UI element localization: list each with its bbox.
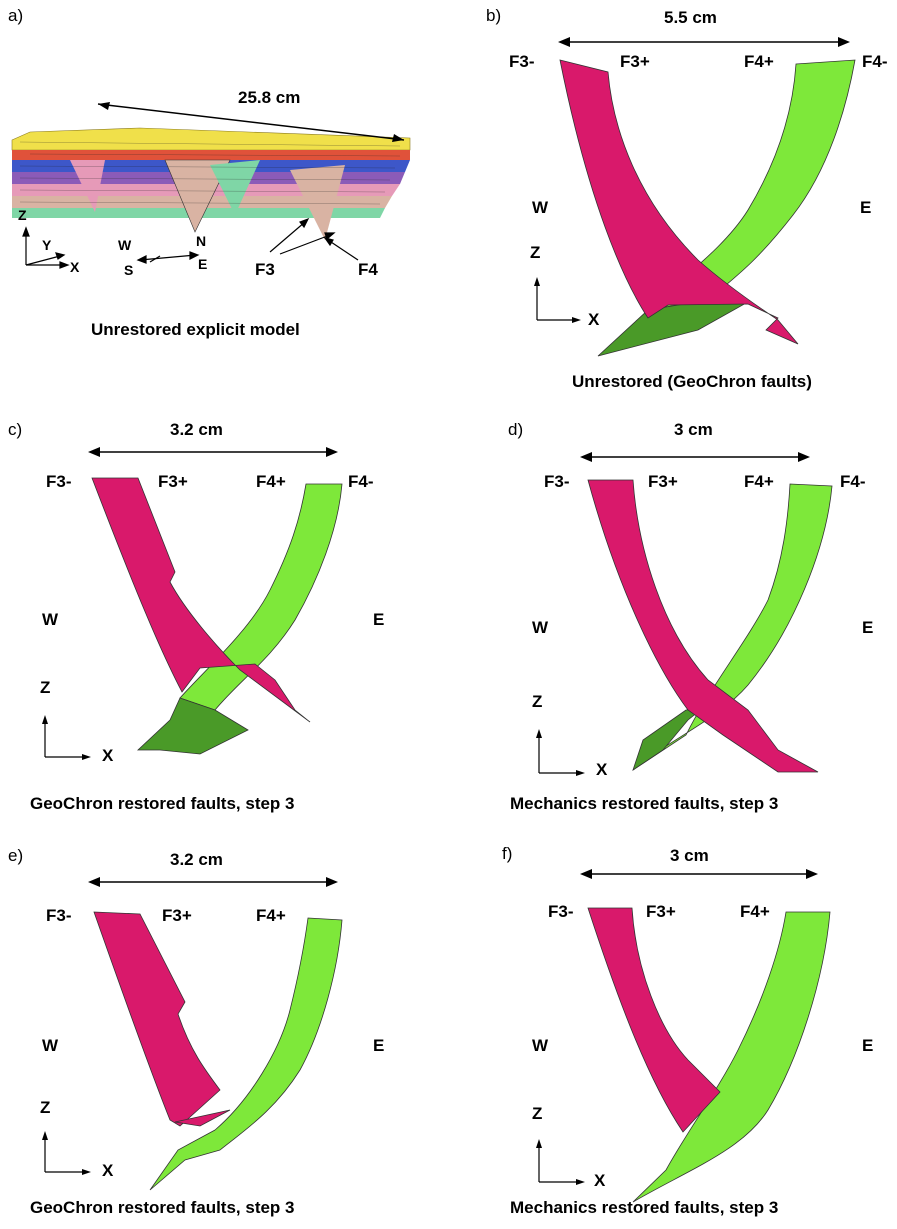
f4-plus-label: F4+ <box>744 472 774 491</box>
axis-z-label: Z <box>530 243 541 262</box>
f3-minus-label: F3- <box>548 902 574 921</box>
f3-plus-label: F3+ <box>646 902 676 921</box>
f3-plus-label: F3+ <box>162 906 192 925</box>
east-label: E <box>862 1036 874 1055</box>
compass-n-label: N <box>196 233 207 249</box>
f3-minus-label: F3- <box>46 472 72 491</box>
axis-z-label: Z <box>532 1104 543 1123</box>
width-label: 3.2 cm <box>170 850 223 869</box>
fault-surfaces-figure <box>536 452 833 776</box>
compass-s-label: S <box>124 262 134 278</box>
caption: Mechanics restored faults, step 3 <box>510 1198 779 1217</box>
east-label: E <box>862 618 874 637</box>
f3-minus-label: F3- <box>544 472 570 491</box>
axis-z-label: Z <box>40 678 51 697</box>
panel-label: f) <box>502 844 513 863</box>
panel-e: e) 3.2 cm F3- F3+ F4+ W E Z X GeoChron r… <box>0 830 448 1229</box>
f4-plus-label: F4+ <box>256 906 286 925</box>
west-label: W <box>532 198 549 217</box>
compass-w-label: W <box>118 237 132 253</box>
fault-f3-surface <box>587 479 819 773</box>
caption: GeoChron restored faults, step 3 <box>30 1198 295 1217</box>
axis-x-label: X <box>596 760 608 779</box>
f3-plus-label: F3+ <box>648 472 678 491</box>
axis-z-label: Z <box>40 1098 51 1117</box>
f4-plus-label: F4+ <box>744 52 774 71</box>
panel-f: f) 3 cm F3- F3+ F4+ W E Z X Mechanics re… <box>448 830 897 1229</box>
axis-z-label: Z <box>18 207 27 223</box>
axis-x-label: X <box>594 1171 606 1190</box>
fault-pointers <box>269 217 359 261</box>
axis-x-label: X <box>102 1161 114 1180</box>
fault-f4-surface <box>149 917 343 1191</box>
f3-plus-label: F3+ <box>620 52 650 71</box>
fault-f4-label: F4 <box>358 260 378 279</box>
width-label: 5.5 cm <box>664 8 717 27</box>
panel-label: d) <box>508 420 524 439</box>
panel-d: d) 3 cm F3- F3+ F4+ F4- W E Z X Mechanic… <box>448 410 897 820</box>
f4-minus-label: F4- <box>840 472 866 491</box>
west-label: W <box>532 618 549 637</box>
width-label: 3.2 cm <box>170 420 223 439</box>
fault-f3-surface <box>93 911 221 1127</box>
panel-a: a) <box>0 0 448 400</box>
model-block <box>11 127 411 240</box>
west-label: W <box>42 610 59 629</box>
compass <box>136 251 200 264</box>
panel-label: c) <box>8 420 23 439</box>
f3-plus-label: F3+ <box>158 472 188 491</box>
panel-c: c) 3.2 cm F3- F3+ F4+ F4- W E Z X GeoChr… <box>0 410 448 820</box>
fault-surfaces-figure <box>42 447 343 760</box>
east-label: E <box>860 198 872 217</box>
caption: Mechanics restored faults, step 3 <box>510 794 779 813</box>
f3-minus-label: F3- <box>46 906 72 925</box>
width-label: 3 cm <box>670 846 709 865</box>
east-label: E <box>373 610 385 629</box>
axis-z-label: Z <box>532 692 543 711</box>
axis-indicator <box>22 226 70 269</box>
fault-f3-label: F3 <box>255 260 275 279</box>
fault-f3-surface <box>559 59 799 345</box>
fault-f3-surface <box>587 907 721 1133</box>
axis-x-label: X <box>102 746 114 765</box>
east-label: E <box>373 1036 385 1055</box>
f3-minus-label: F3- <box>509 52 535 71</box>
f4-plus-label: F4+ <box>740 902 770 921</box>
fault-surfaces-figure <box>42 877 343 1191</box>
width-arrow <box>97 103 405 141</box>
caption: Unrestored (GeoChron faults) <box>572 372 812 391</box>
caption: GeoChron restored faults, step 3 <box>30 794 295 813</box>
panel-label: e) <box>8 846 24 865</box>
f4-minus-label: F4- <box>348 472 374 491</box>
axis-x-label: X <box>70 259 80 275</box>
fault-surfaces-figure <box>536 869 831 1203</box>
fault-f4-surface <box>632 911 831 1203</box>
width-label: 3 cm <box>674 420 713 439</box>
caption: Unrestored explicit model <box>91 320 300 339</box>
f4-plus-label: F4+ <box>256 472 286 491</box>
f4-minus-label: F4- <box>862 52 888 71</box>
panel-b: b) 5.5 cm F3- F3+ F4+ F4- W E Z X Unrest… <box>448 0 897 400</box>
compass-e-label: E <box>198 256 208 272</box>
fault-surfaces-figure <box>534 37 856 357</box>
west-label: W <box>532 1036 549 1055</box>
explicit-model-figure <box>11 102 411 269</box>
axis-y-label: Y <box>42 237 52 253</box>
panel-label: b) <box>486 6 502 25</box>
width-label: 25.8 cm <box>238 88 301 107</box>
fault-f3-surface <box>91 477 311 723</box>
panel-label: a) <box>8 6 24 25</box>
axis-x-label: X <box>588 310 600 329</box>
west-label: W <box>42 1036 59 1055</box>
